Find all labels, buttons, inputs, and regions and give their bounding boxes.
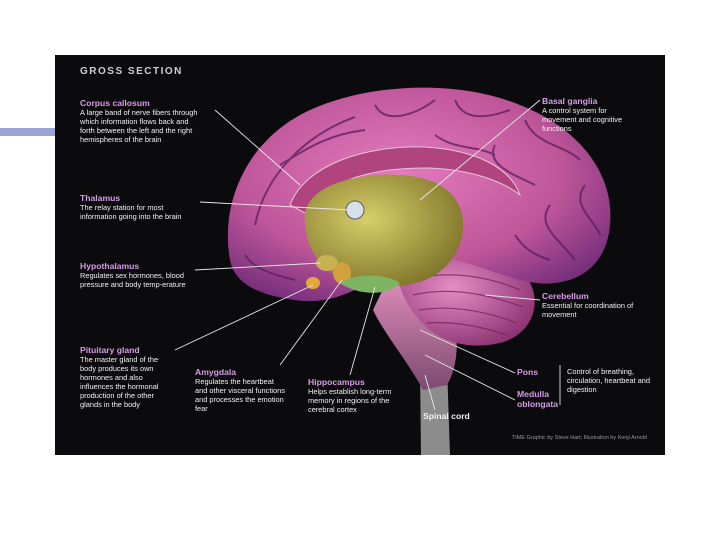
corpus-callosum-shape [289, 146, 522, 214]
label-cerebellum: Cerebellum Essential for coordination of… [542, 291, 642, 319]
label-pons: Pons [517, 367, 562, 377]
brain-cross-section-figure: GROSS SECTION Corpus callosum A large ba… [55, 55, 665, 455]
label-description: A control system for movement and cognit… [542, 106, 623, 133]
brain-illustration [174, 87, 611, 455]
label-title: Hypothalamus [80, 261, 140, 271]
label-description: Regulates sex hormones, blood pressure a… [80, 271, 186, 289]
label-spinal-cord: Spinal cord [423, 411, 493, 421]
label-hypothalamus: Hypothalamus Regulates sex hormones, blo… [80, 261, 190, 289]
label-title: Thalamus [80, 193, 121, 203]
label-description: Regulates the heartbeat and other viscer… [195, 377, 285, 413]
label-description: The relay station for most information g… [80, 203, 182, 221]
label-thalamus: Thalamus The relay station for most info… [80, 193, 195, 221]
thalamus-region-shape [304, 174, 464, 287]
hypothalamus-shape [316, 255, 338, 271]
label-title: Cerebellum [542, 291, 589, 301]
label-corpus-callosum: Corpus callosum A large band of nerve fi… [80, 98, 205, 144]
label-description: Helps establish long-term memory in regi… [308, 387, 392, 414]
leader-lines [174, 99, 541, 411]
label-amygdala: Amygdala Regulates the heartbeat and oth… [195, 367, 285, 413]
label-title: Pons [517, 367, 539, 377]
label-description: Essential for coordination of movement [542, 301, 634, 319]
amygdala-shape [333, 262, 351, 284]
label-pons-medulla-function: Control of breathing, circulation, heart… [567, 367, 657, 394]
label-description: A large band of nerve fibers through whi… [80, 108, 198, 144]
label-hippocampus: Hippocampus Helps establish long-term me… [308, 377, 398, 414]
label-basal-ganglia: Basal ganglia A control system for movem… [542, 96, 642, 133]
figure-credit: TIME Graphic by Steve Hart; Illustration… [511, 435, 647, 441]
pituitary-gland-shape [306, 277, 320, 289]
label-title: Pituitary gland [80, 345, 140, 355]
label-description: Control of breathing, circulation, heart… [567, 367, 650, 394]
label-title: Basal ganglia [542, 96, 598, 106]
label-title: Medulla oblongata [517, 389, 559, 409]
label-pituitary-gland: Pituitary gland The master gland of the … [80, 345, 175, 409]
label-title: Hippocampus [308, 377, 365, 387]
figure-heading: GROSS SECTION [80, 66, 183, 77]
hippocampus-shape [340, 275, 400, 293]
label-title: Corpus callosum [80, 98, 150, 108]
label-title: Spinal cord [423, 411, 470, 421]
label-title: Amygdala [195, 367, 237, 377]
label-description: The master gland of the body produces it… [80, 355, 159, 409]
label-medulla-oblongata: Medulla oblongata [517, 389, 562, 409]
